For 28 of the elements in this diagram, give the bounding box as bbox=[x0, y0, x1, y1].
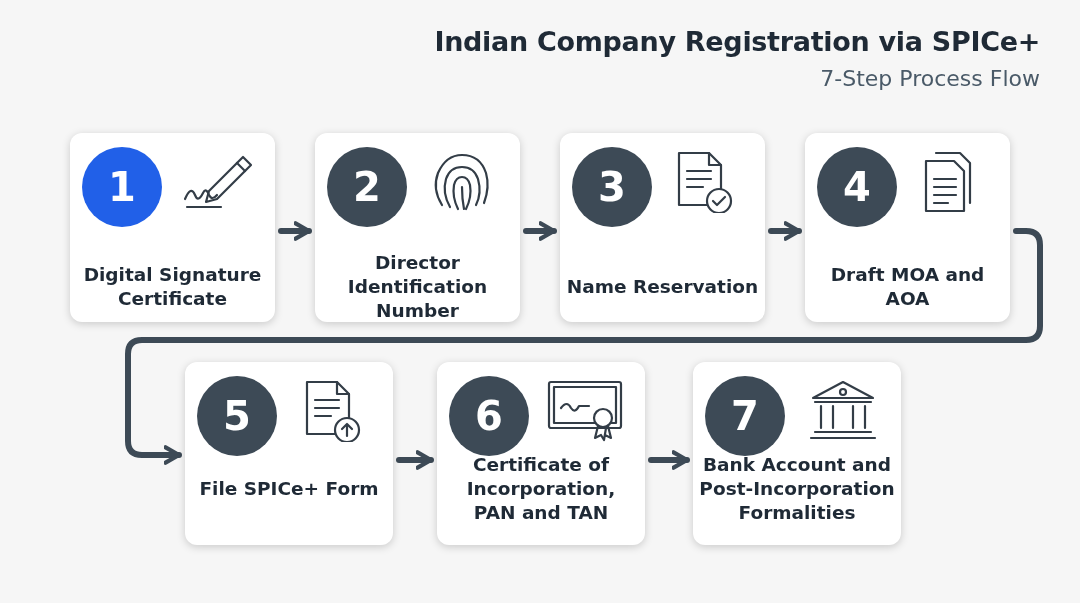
step-label: Name Reservation bbox=[566, 275, 759, 299]
step-number: 7 bbox=[705, 376, 785, 456]
arrow bbox=[648, 450, 690, 470]
step-card bbox=[185, 362, 393, 545]
arrow bbox=[278, 221, 312, 241]
step-card bbox=[437, 362, 645, 545]
step-card bbox=[70, 133, 275, 322]
step-number: 3 bbox=[572, 147, 652, 227]
step-label: Certificate of Incorporation, PAN and TAN bbox=[465, 453, 617, 525]
subtitle: 7-Step Process Flow bbox=[820, 66, 1040, 91]
step-card bbox=[805, 133, 1010, 322]
arrow bbox=[523, 221, 557, 241]
step-card bbox=[315, 133, 520, 322]
step-label: Digital Signature Certificate bbox=[82, 263, 263, 311]
step-number: 4 bbox=[817, 147, 897, 227]
step-label: File SPICe+ Form bbox=[198, 477, 380, 501]
step-label: Director Identification Number bbox=[346, 251, 489, 323]
step-label: Draft MOA and AOA bbox=[829, 263, 986, 311]
step-label: Bank Account and Post-Incorporation Formalities bbox=[699, 453, 895, 525]
step-card bbox=[693, 362, 901, 545]
step-number: 2 bbox=[327, 147, 407, 227]
step-number: 6 bbox=[449, 376, 529, 456]
arrow bbox=[396, 450, 434, 470]
arrow bbox=[768, 221, 802, 241]
step-number: 5 bbox=[197, 376, 277, 456]
step-card bbox=[560, 133, 765, 322]
title: Indian Company Registration via SPICe+ bbox=[434, 26, 1040, 57]
step-number: 1 bbox=[82, 147, 162, 227]
